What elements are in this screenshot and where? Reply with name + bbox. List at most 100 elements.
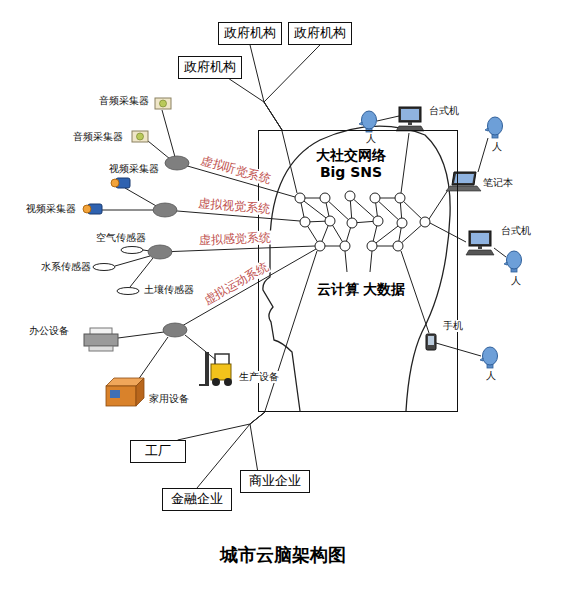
box-label: 政府机构 xyxy=(294,25,346,42)
audio-collector-icon xyxy=(160,100,167,107)
device-label: 土壤传感器 xyxy=(143,284,195,296)
device-label: 音频采集器 xyxy=(72,131,124,143)
hub-ellipse xyxy=(148,245,172,259)
device-label: 人 xyxy=(491,141,503,153)
government-box: 政府机构 xyxy=(218,22,282,45)
connector-line xyxy=(264,45,320,130)
leader-lines xyxy=(185,335,216,360)
forklift-icon xyxy=(224,378,232,386)
leader-lines xyxy=(282,131,297,193)
enterprise-box: 金融企业 xyxy=(162,488,232,511)
sensor-icon xyxy=(93,247,143,295)
hub-ellipse xyxy=(163,323,187,337)
sensor-icon xyxy=(121,247,143,254)
forklift-icon xyxy=(199,384,205,386)
network-nodes xyxy=(395,193,405,203)
audio-collector-icon xyxy=(155,98,171,109)
video-collector-icon xyxy=(83,205,91,213)
leader-lines xyxy=(160,246,315,252)
box-label: 政府机构 xyxy=(224,25,276,42)
leader-lines xyxy=(125,188,158,207)
leader-lines xyxy=(265,251,317,411)
audio-collector-icon xyxy=(155,98,171,109)
city-brain-frame: 大社交网络 Big SNS 云计算 大数据 xyxy=(258,130,458,412)
head-outline xyxy=(263,126,450,411)
network-nodes xyxy=(325,216,335,226)
network-links xyxy=(345,251,347,272)
sensor-icon xyxy=(93,264,115,271)
leader-lines xyxy=(401,133,409,193)
person-icon xyxy=(359,111,377,132)
laptop-icon xyxy=(446,172,481,191)
leader-lines xyxy=(430,223,466,242)
leader-lines xyxy=(118,332,164,338)
hub-ellipse xyxy=(153,203,177,217)
leader-lines xyxy=(494,248,506,257)
figure-caption: 城市云脑架构图 xyxy=(220,543,346,567)
phone-icon xyxy=(426,334,436,350)
device-label: 家用设备 xyxy=(148,393,190,405)
leader-lines xyxy=(102,110,506,411)
network-nodes xyxy=(295,193,305,203)
network-nodes xyxy=(300,217,310,227)
subsystem-label: 虚拟听觉系统 xyxy=(198,153,273,187)
leader-lines xyxy=(478,138,488,172)
leader-lines xyxy=(138,337,168,380)
device-label: 办公设备 xyxy=(28,325,70,337)
leader-lines xyxy=(436,343,481,356)
leader-lines xyxy=(175,249,316,330)
home-device-icon xyxy=(110,390,120,398)
home-device-icon xyxy=(106,386,136,406)
video-collector-icon xyxy=(111,179,119,187)
network-nodes xyxy=(320,193,330,203)
person-icon xyxy=(504,251,522,272)
device-label: 视频采集器 xyxy=(25,203,77,215)
audio-collector-icon xyxy=(132,131,148,142)
box-label: 政府机构 xyxy=(184,59,236,76)
hub-ellipse xyxy=(148,156,189,337)
audio-collector-icon xyxy=(137,133,144,140)
printer-icon xyxy=(89,346,113,351)
forklift-icon xyxy=(199,352,232,386)
laptop-icon xyxy=(452,172,476,185)
network-nodes xyxy=(420,217,430,227)
printer-icon xyxy=(84,328,118,351)
desktop-icon xyxy=(466,231,494,255)
hub-ellipse xyxy=(165,156,189,170)
phone-icon xyxy=(428,336,434,345)
connector-line xyxy=(250,412,265,470)
device-label: 台式机 xyxy=(500,225,532,237)
device-label: 手机 xyxy=(442,320,464,332)
device-label: 空气传感器 xyxy=(95,232,147,244)
government-box: 政府机构 xyxy=(178,56,242,79)
video-collector-icon xyxy=(83,178,130,214)
home-device-icon xyxy=(136,378,144,406)
printer-icon xyxy=(84,334,118,346)
device-label: 人 xyxy=(485,370,497,382)
home-device-icon xyxy=(106,378,144,406)
network-nodes xyxy=(295,191,430,251)
forklift-icon xyxy=(211,364,231,380)
subsystem-label: 虚拟运动系统 xyxy=(200,259,271,308)
device-label: 人 xyxy=(365,133,377,145)
brain-heading: 大社交网络 Big SNS xyxy=(309,147,393,181)
audio-collector-icon xyxy=(132,131,148,142)
network-nodes xyxy=(370,193,380,203)
box-label: 商业企业 xyxy=(249,473,301,490)
laptop-icon xyxy=(454,174,474,183)
person-icon xyxy=(480,347,498,368)
video-collector-icon xyxy=(111,178,130,188)
enterprise-box: 工厂 xyxy=(130,440,186,463)
brain-subheading: 云计算 大数据 xyxy=(317,281,406,298)
network-links xyxy=(300,196,425,272)
government-box: 政府机构 xyxy=(288,22,352,45)
person-icon xyxy=(485,117,503,138)
network-links xyxy=(370,251,372,272)
subsystem-label: 虚拟感觉系统 xyxy=(198,230,272,247)
device-label: 水系传感器 xyxy=(40,261,92,273)
leader-lines xyxy=(429,190,448,219)
enterprise-box: 商业企业 xyxy=(240,470,310,493)
